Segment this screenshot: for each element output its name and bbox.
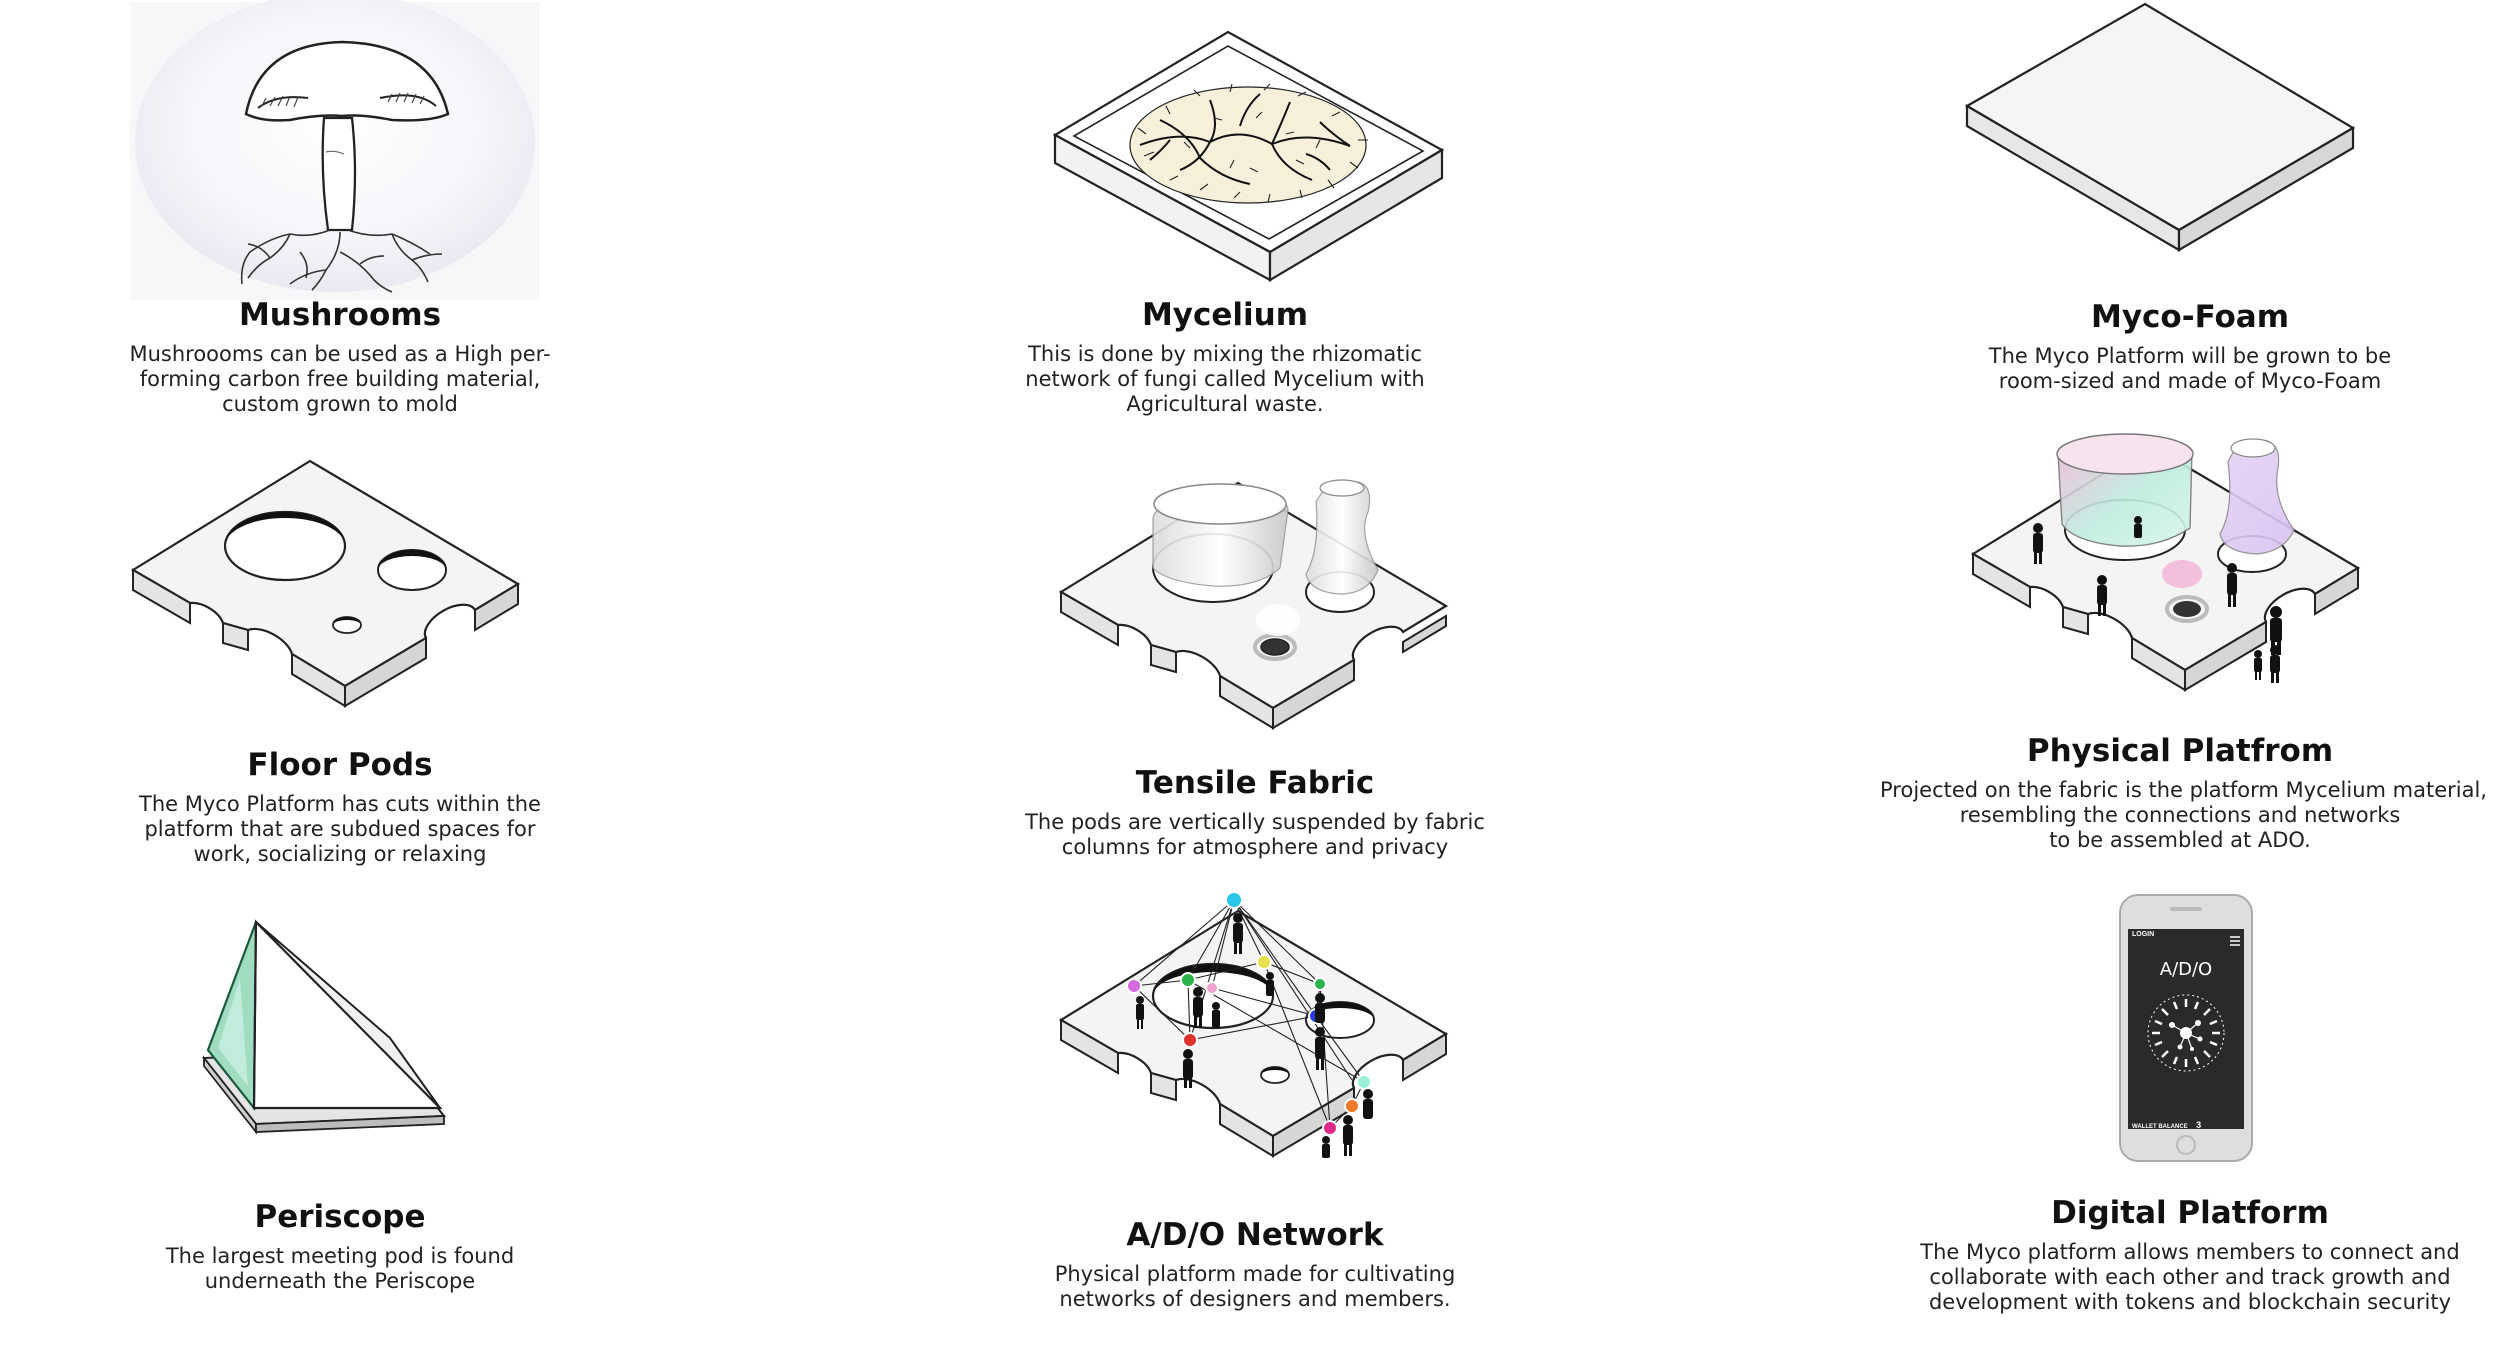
network-platform-illustration (1058, 888, 1450, 1168)
fabric-columns-illustration (1058, 470, 1450, 732)
physical-platform-description: Projected on the fabric is the platform … (1880, 777, 2487, 853)
mushrooms-description: Mushroooms can be used as a High per- fo… (129, 341, 551, 417)
mushroom-illustration (130, 0, 540, 300)
phone-wallet-balance: WALLET BALANCE 3 (2132, 1115, 2201, 1133)
phone-app-illustration: LOGIN A/D/O WALLET BALANCE 3 (2118, 893, 2254, 1163)
myco-foam-caption: Myco-Foam The Myco Platform will be grow… (1950, 299, 2430, 394)
periscope-title: Periscope (254, 1199, 426, 1235)
foam-slab-illustration (1963, 2, 2358, 252)
periscope-illustration (200, 918, 448, 1138)
physical-platform-caption: Physical Platfrom Projected on the fabri… (1880, 733, 2487, 853)
mycelium-tray-illustration (1050, 30, 1445, 285)
floor-pods-caption: Floor Pods The Myco Platform has cuts wi… (100, 747, 580, 867)
tensile-fabric-title: Tensile Fabric (1135, 765, 1375, 801)
phone-wallet-label: WALLET BALANCE (2132, 1124, 2188, 1130)
myco-foam-title: Myco-Foam (2090, 299, 2290, 335)
ado-network-title: A/D/O Network (1126, 1217, 1384, 1253)
phone-wallet-value: 3 (2196, 1120, 2202, 1130)
ado-network-description: Physical platform made for cultivating n… (1054, 1261, 1456, 1311)
phone-login-label: LOGIN (2132, 931, 2155, 938)
mushrooms-caption: Mushrooms Mushroooms can be used as a Hi… (100, 297, 580, 417)
digital-platform-caption: Digital Platform The Myco platform allow… (1900, 1195, 2480, 1315)
mushrooms-title: Mushrooms (238, 297, 442, 333)
physical-platform-title: Physical Platfrom (2026, 733, 2334, 769)
floor-pods-description: The Myco Platform has cuts within the pl… (139, 791, 541, 867)
periscope-description: The largest meeting pod is found underne… (165, 1243, 515, 1293)
periscope-caption: Periscope The largest meeting pod is fou… (100, 1199, 580, 1294)
digital-platform-description: The Myco platform allows members to conn… (1920, 1239, 2460, 1315)
myco-foam-description: The Myco Platform will be grown to be ro… (1988, 343, 2392, 393)
floor-pods-title: Floor Pods (247, 747, 433, 783)
mycelium-caption: Mycelium This is done by mixing the rhiz… (985, 297, 1465, 417)
physical-platform-illustration (1970, 432, 2362, 702)
tensile-fabric-caption: Tensile Fabric The pods are vertically s… (1015, 765, 1495, 860)
ado-network-caption: A/D/O Network Physical platform made for… (1015, 1217, 1495, 1312)
tensile-fabric-description: The pods are vertically suspended by fab… (1025, 809, 1485, 859)
mycelium-description: This is done by mixing the rhizomatic ne… (1025, 341, 1425, 417)
digital-platform-title: Digital Platform (2051, 1195, 2329, 1231)
phone-logo: A/D/O (2159, 959, 2213, 980)
mycelium-title: Mycelium (1141, 297, 1309, 333)
platform-with-holes-illustration (130, 458, 522, 710)
